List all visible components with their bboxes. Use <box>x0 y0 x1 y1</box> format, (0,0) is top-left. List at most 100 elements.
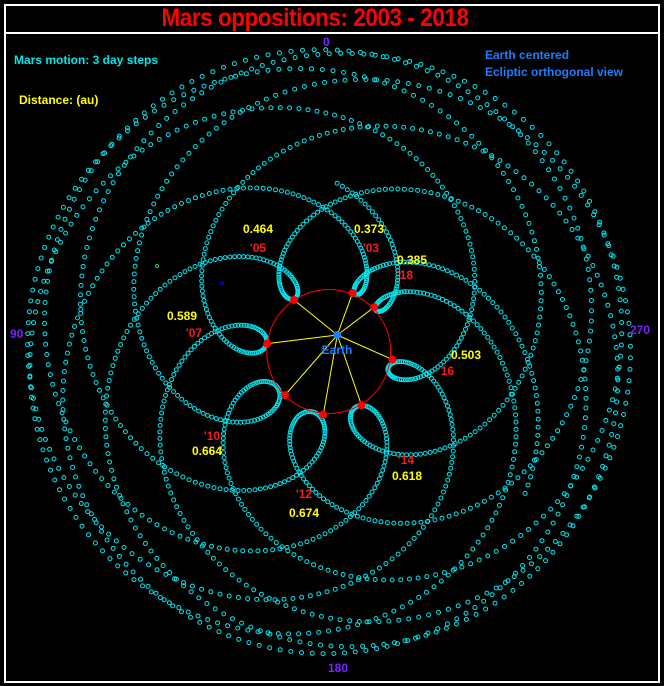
mars-position-dot <box>197 619 203 625</box>
mars-position-dot <box>570 321 576 327</box>
mars-position-dot <box>460 508 466 514</box>
mars-position-dot <box>373 616 379 622</box>
mars-position-dot <box>357 121 363 127</box>
distance-line <box>322 334 338 415</box>
mars-position-dot <box>230 109 236 115</box>
mars-position-dot <box>451 442 456 448</box>
mars-position-dot <box>354 513 360 519</box>
opposition-point <box>348 288 357 297</box>
mars-position-dot <box>59 410 65 416</box>
mars-position-dot <box>351 71 357 77</box>
mars-position-dot <box>440 69 446 75</box>
mars-position-dot <box>78 501 84 506</box>
mars-position-dot <box>94 275 100 281</box>
mars-position-dot <box>449 421 455 427</box>
mars-position-dot <box>501 594 507 600</box>
mars-position-dot <box>395 271 401 277</box>
mars-position-dot <box>311 212 317 218</box>
mars-position-dot <box>364 576 370 582</box>
mars-position-dot <box>418 61 424 67</box>
mars-position-dot <box>358 190 364 196</box>
mars-position-dot <box>206 191 212 196</box>
mars-position-dot <box>445 572 451 578</box>
mars-position-dot <box>40 447 46 453</box>
mars-position-dot <box>72 437 78 442</box>
mars-position-dot <box>294 141 300 147</box>
mars-position-dot <box>472 144 477 150</box>
mars-position-dot <box>546 167 552 173</box>
mars-position-dot <box>338 521 344 527</box>
mars-position-dot <box>447 443 453 449</box>
mars-position-dot <box>146 354 152 360</box>
mars-position-dot <box>320 651 326 657</box>
mars-position-dot <box>318 565 324 571</box>
mars-position-dot <box>494 304 500 310</box>
mars-position-dot <box>87 363 93 369</box>
mars-position-dot <box>25 331 31 337</box>
mars-position-dot <box>47 372 53 378</box>
mars-position-dot <box>25 342 31 348</box>
mars-position-dot <box>224 470 230 476</box>
mars-position-dot <box>489 517 495 523</box>
earth-marker <box>333 331 342 339</box>
mars-position-dot <box>417 290 423 296</box>
mars-position-dot <box>201 251 207 257</box>
mars-position-dot <box>508 230 514 236</box>
mars-position-dot <box>52 477 58 483</box>
mars-position-dot <box>551 281 557 287</box>
mars-position-dot <box>192 119 198 125</box>
mars-position-dot <box>578 236 584 241</box>
mars-position-dot <box>330 68 336 74</box>
mars-position-dot <box>211 485 217 491</box>
marker-dot <box>220 281 224 285</box>
mars-position-dot <box>520 563 526 568</box>
mars-position-dot <box>252 487 258 493</box>
mars-position-dot <box>276 279 282 285</box>
mars-position-dot <box>223 201 229 206</box>
mars-position-dot <box>292 86 298 92</box>
mars-position-dot <box>332 112 337 118</box>
mars-position-dot <box>482 212 488 217</box>
mars-position-dot <box>488 494 494 500</box>
mars-position-dot <box>73 474 79 480</box>
mars-position-dot <box>72 185 78 191</box>
mars-position-dot <box>408 599 414 605</box>
mars-position-dot <box>93 380 99 385</box>
opposition-distance: 0.503 <box>450 348 482 362</box>
mars-position-dot <box>513 426 519 432</box>
mars-position-dot <box>461 222 467 228</box>
mars-position-dot <box>112 355 118 361</box>
mars-position-dot <box>521 175 527 181</box>
mars-position-dot <box>222 460 228 466</box>
opposition-year: '14 <box>397 453 415 467</box>
mars-position-dot <box>234 186 240 191</box>
mars-position-dot <box>61 369 67 375</box>
mars-position-dot <box>243 350 249 356</box>
mars-position-dot <box>538 281 544 287</box>
mars-position-dot <box>469 204 475 210</box>
mars-position-dot <box>80 204 86 210</box>
mars-position-dot <box>201 298 207 303</box>
mars-position-dot <box>611 421 617 427</box>
mars-position-dot <box>383 429 389 435</box>
mars-position-dot <box>552 539 558 544</box>
mars-position-dot <box>180 157 186 163</box>
mars-position-dot <box>46 234 52 240</box>
mars-position-dot <box>395 274 401 280</box>
mars-position-dot <box>446 407 452 413</box>
mars-position-dot <box>287 66 293 72</box>
mars-position-dot <box>322 433 328 439</box>
mars-position-dot <box>393 289 398 294</box>
mars-position-dot <box>246 640 252 646</box>
mars-position-dot <box>580 465 585 471</box>
opposition-year: '03 <box>362 241 380 255</box>
mars-position-dot <box>350 232 356 238</box>
mars-position-dot <box>478 326 484 332</box>
mars-position-dot <box>585 202 591 208</box>
mars-position-dot <box>246 487 252 493</box>
mars-position-dot <box>97 207 102 213</box>
mars-position-dot <box>103 434 109 440</box>
mars-position-dot <box>416 530 422 536</box>
mars-position-dot <box>316 629 322 635</box>
mars-position-dot <box>468 100 473 106</box>
